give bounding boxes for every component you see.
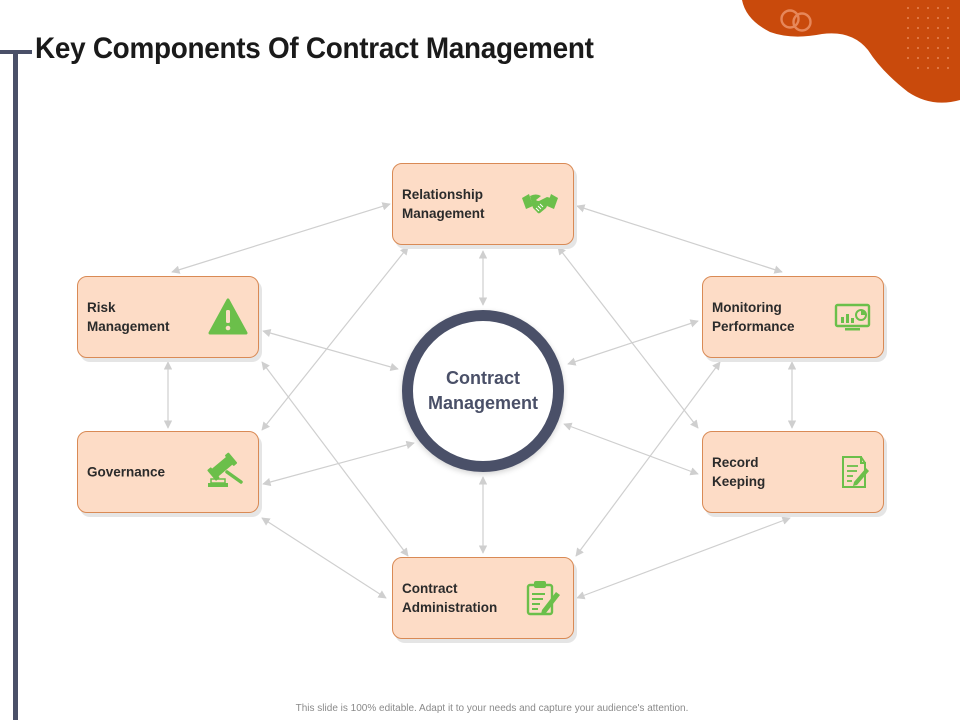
document-edit-icon	[842, 456, 869, 488]
decorative-blob	[742, 0, 960, 103]
node-label: Risk Management	[87, 300, 170, 334]
node-label: Relationship Management	[402, 187, 485, 221]
monitor-chart-icon	[834, 303, 871, 331]
center-hub: Contract Management	[402, 310, 564, 472]
node-risk-management: Risk Management	[77, 276, 259, 358]
center-label: Contract Management	[427, 368, 539, 413]
clipboard-pencil-icon	[526, 581, 560, 616]
title-accent-line	[0, 50, 32, 54]
node-label: Record Keeping	[712, 455, 766, 489]
node-label: Contract Administration	[402, 581, 498, 615]
page-title: Key Components Of Contract Management	[35, 32, 594, 65]
node-relationship-management: Relationship Management	[392, 163, 574, 245]
node-monitoring-performance: Monitoring Performance	[702, 276, 884, 358]
node-label: Monitoring Performance	[712, 300, 795, 334]
footer-note: This slide is 100% editable. Adapt it to…	[295, 703, 689, 714]
node-label: Governance	[87, 464, 166, 480]
rings-icon	[780, 9, 812, 32]
gavel-icon	[207, 452, 243, 487]
handshake-icon	[522, 194, 558, 214]
node-contract-administration: Contract Administration	[392, 557, 574, 639]
left-accent-bar	[13, 50, 18, 720]
node-record-keeping: Record Keeping	[702, 431, 884, 513]
node-governance: Governance	[77, 431, 259, 513]
warning-icon	[208, 298, 248, 335]
